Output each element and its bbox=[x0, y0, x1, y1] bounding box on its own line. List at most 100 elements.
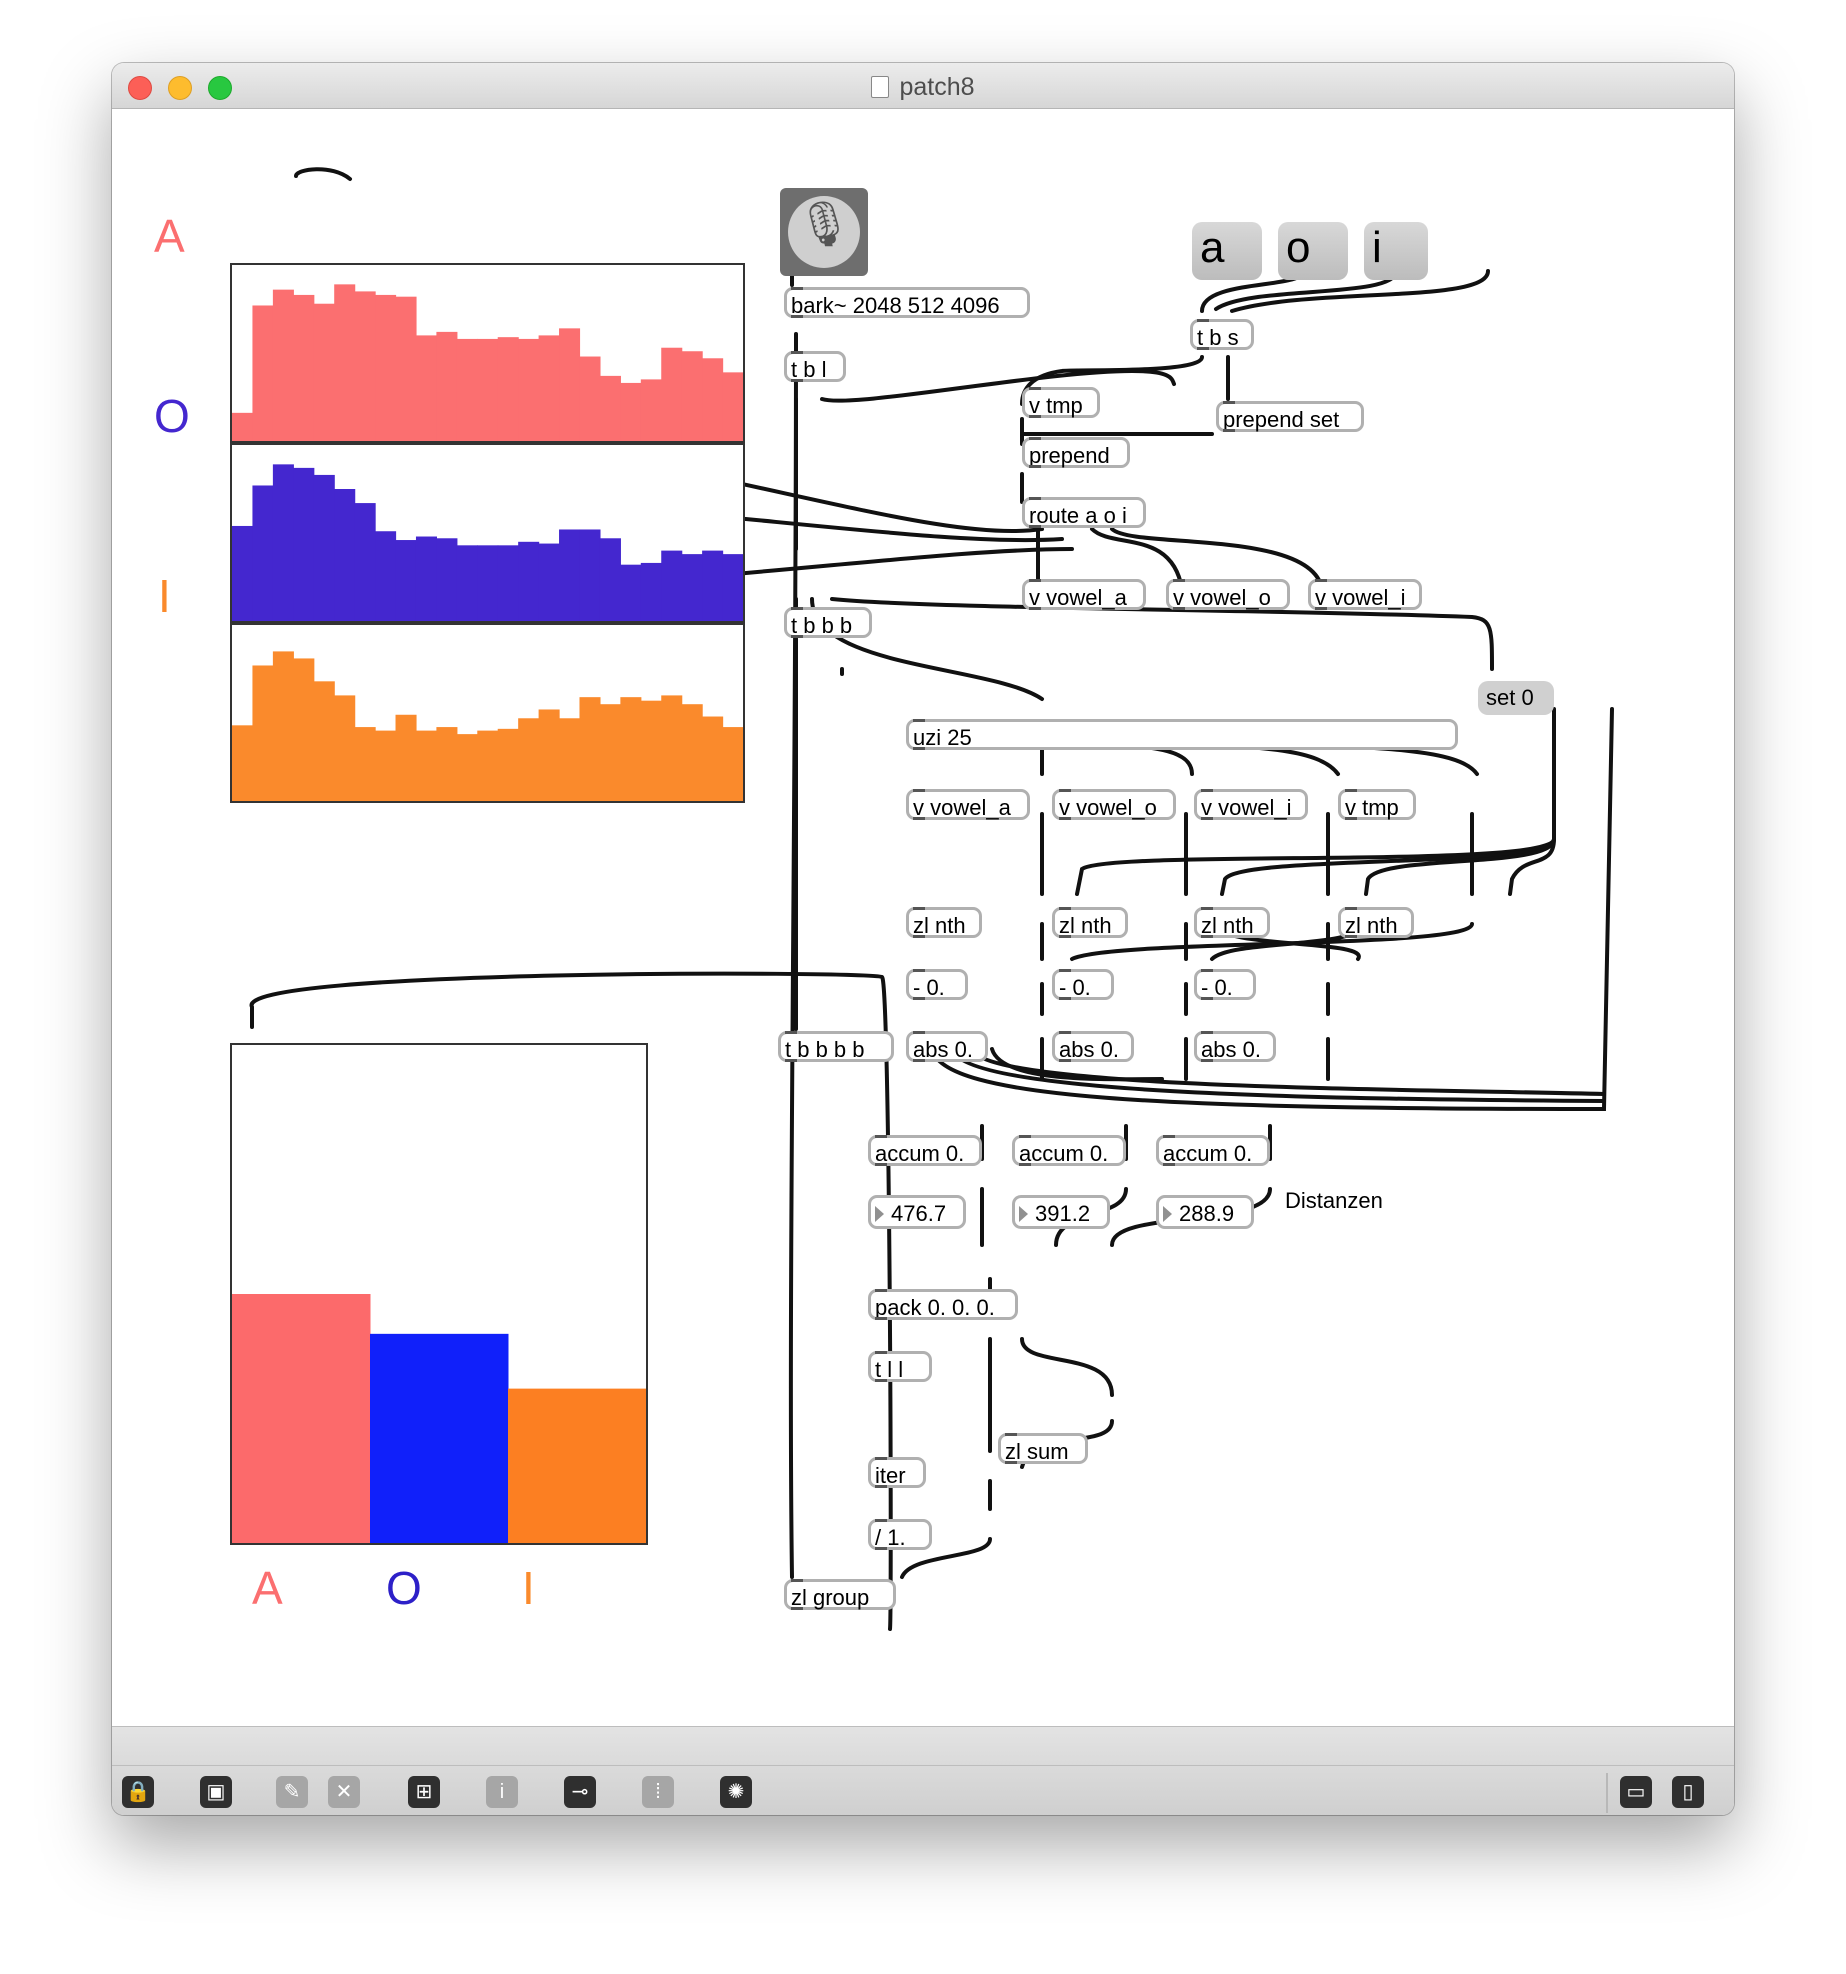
histogram-bar bbox=[640, 700, 662, 801]
distance-bar-a bbox=[232, 1294, 371, 1543]
minus-object-3[interactable]: - 0. bbox=[1194, 969, 1256, 1000]
trigger-bbbb-object[interactable]: t b b b b bbox=[778, 1031, 894, 1062]
histogram-bar bbox=[436, 538, 458, 621]
v-vowel-a-object[interactable]: v vowel_a bbox=[1022, 579, 1146, 610]
abs-object-1[interactable]: abs 0. bbox=[906, 1031, 988, 1062]
zoom-button[interactable] bbox=[208, 76, 232, 100]
number-arrow-icon bbox=[1019, 1206, 1028, 1222]
patcher-icon[interactable]: ⁞ bbox=[642, 1776, 674, 1808]
zl-sum-object[interactable]: zl sum bbox=[998, 1433, 1088, 1464]
trigger-ll-object[interactable]: t l l bbox=[868, 1351, 932, 1382]
histogram-bar bbox=[395, 714, 417, 801]
trigger-bs-object[interactable]: t b s bbox=[1190, 319, 1254, 350]
prepend-set-object[interactable]: prepend set bbox=[1216, 401, 1364, 432]
histogram-bar bbox=[395, 540, 417, 621]
inspector-icon[interactable]: i bbox=[486, 1776, 518, 1808]
window-title-text: patch8 bbox=[899, 73, 975, 101]
histogram-bar bbox=[252, 485, 274, 621]
abs-object-2[interactable]: abs 0. bbox=[1052, 1031, 1134, 1062]
abs-object-3[interactable]: abs 0. bbox=[1194, 1031, 1276, 1062]
accum-object-1[interactable]: accum 0. bbox=[868, 1135, 982, 1166]
distanzen-comment: Distanzen bbox=[1285, 1188, 1383, 1213]
minus-object-1[interactable]: - 0. bbox=[906, 969, 968, 1000]
histogram-bar bbox=[232, 525, 254, 621]
slider-icon[interactable]: ⊸ bbox=[564, 1776, 596, 1808]
histogram-bar bbox=[599, 375, 621, 441]
bottom-panel-icon[interactable]: ▭ bbox=[1620, 1776, 1652, 1808]
histogram-bar bbox=[232, 412, 254, 441]
histogram-bar bbox=[354, 503, 376, 621]
lock-icon[interactable]: 🔒 bbox=[122, 1776, 154, 1808]
histogram-bar bbox=[661, 550, 683, 621]
zl-nth-object-4[interactable]: zl nth bbox=[1338, 907, 1414, 938]
zl-nth-object-3[interactable]: zl nth bbox=[1194, 907, 1270, 938]
divide-object[interactable]: / 1. bbox=[868, 1519, 932, 1550]
iter-object[interactable]: iter bbox=[868, 1457, 926, 1488]
histogram-bar bbox=[497, 337, 519, 441]
accum-object-3[interactable]: accum 0. bbox=[1156, 1135, 1270, 1166]
trigger-bbb-object[interactable]: t b b b bbox=[784, 607, 872, 638]
route-object[interactable]: route a o i bbox=[1022, 497, 1146, 528]
grid-icon[interactable]: ⊞ bbox=[408, 1776, 440, 1808]
histogram-o-bars bbox=[232, 464, 744, 621]
accum-object-2[interactable]: accum 0. bbox=[1012, 1135, 1126, 1166]
set-zero-message[interactable]: set 0 bbox=[1478, 681, 1554, 715]
title-bar[interactable]: patch8 bbox=[112, 63, 1734, 109]
number-box-3[interactable]: 288.9 bbox=[1156, 1195, 1254, 1229]
histogram-bar bbox=[681, 351, 703, 441]
minus-object-2[interactable]: - 0. bbox=[1052, 969, 1114, 1000]
v-tmp-object[interactable]: v tmp bbox=[1022, 387, 1100, 418]
histogram-bar bbox=[681, 704, 703, 801]
histogram-bar bbox=[272, 464, 294, 621]
clear-icon[interactable]: ✕ bbox=[328, 1776, 360, 1808]
histogram-bar bbox=[252, 305, 274, 441]
v-vowel-o-object[interactable]: v vowel_o bbox=[1166, 579, 1290, 610]
multislider-a[interactable] bbox=[230, 263, 745, 443]
patcher-canvas[interactable]: A O I A O I 🎙 a o i bark~ 2048 512 4096 … bbox=[112, 109, 1734, 1726]
number-box-1[interactable]: 476.7 bbox=[868, 1195, 966, 1229]
adc-microphone-button[interactable]: 🎙 bbox=[780, 188, 868, 276]
dial-icon[interactable]: ✺ bbox=[720, 1776, 752, 1808]
v-vowel-i-object[interactable]: v vowel_i bbox=[1308, 579, 1422, 610]
v-vowel-o-object-2[interactable]: v vowel_o bbox=[1052, 789, 1176, 820]
zl-nth-object-1[interactable]: zl nth bbox=[906, 907, 982, 938]
histogram-bar bbox=[456, 545, 478, 621]
distance-multislider[interactable] bbox=[230, 1043, 648, 1545]
zl-group-object[interactable]: zl group bbox=[784, 1579, 896, 1610]
vowel-button-i[interactable]: i bbox=[1364, 222, 1428, 280]
histogram-bar bbox=[477, 545, 499, 621]
number-box-2[interactable]: 391.2 bbox=[1012, 1195, 1110, 1229]
histogram-bar bbox=[579, 356, 601, 441]
trigger-bl-object[interactable]: t b l bbox=[784, 351, 846, 382]
histogram-bar bbox=[518, 541, 540, 621]
v-tmp-object-2[interactable]: v tmp bbox=[1338, 789, 1416, 820]
pack-object[interactable]: pack 0. 0. 0. bbox=[868, 1289, 1018, 1320]
uzi-object[interactable]: uzi 25 bbox=[906, 719, 1458, 750]
prepend-object[interactable]: prepend bbox=[1022, 437, 1130, 468]
sidebar-icon[interactable]: ▯ bbox=[1672, 1776, 1704, 1808]
histogram-bar bbox=[313, 303, 335, 441]
minimize-button[interactable] bbox=[168, 76, 192, 100]
multislider-o[interactable] bbox=[230, 443, 745, 623]
close-button[interactable] bbox=[128, 76, 152, 100]
vowel-button-a[interactable]: a bbox=[1192, 222, 1262, 280]
v-vowel-a-object-2[interactable]: v vowel_a bbox=[906, 789, 1030, 820]
bark-object[interactable]: bark~ 2048 512 4096 bbox=[784, 287, 1030, 318]
presentation-icon[interactable]: ▣ bbox=[200, 1776, 232, 1808]
zl-nth-object-2[interactable]: zl nth bbox=[1052, 907, 1128, 938]
edit-icon[interactable]: ✎ bbox=[276, 1776, 308, 1808]
histogram-bar bbox=[456, 734, 478, 801]
histogram-bar bbox=[375, 730, 397, 801]
histogram-bar bbox=[722, 727, 744, 801]
v-vowel-i-object-2[interactable]: v vowel_i bbox=[1194, 789, 1308, 820]
document-icon bbox=[871, 76, 890, 98]
vowel-button-o[interactable]: o bbox=[1278, 222, 1348, 280]
histogram-bar bbox=[620, 697, 642, 801]
histogram-bar bbox=[620, 382, 642, 441]
multislider-i[interactable] bbox=[230, 623, 745, 803]
histogram-bar bbox=[477, 338, 499, 441]
histogram-bar bbox=[334, 695, 356, 801]
histogram-bar bbox=[702, 716, 724, 801]
histogram-bar bbox=[375, 294, 397, 441]
histogram-bar bbox=[559, 529, 581, 621]
